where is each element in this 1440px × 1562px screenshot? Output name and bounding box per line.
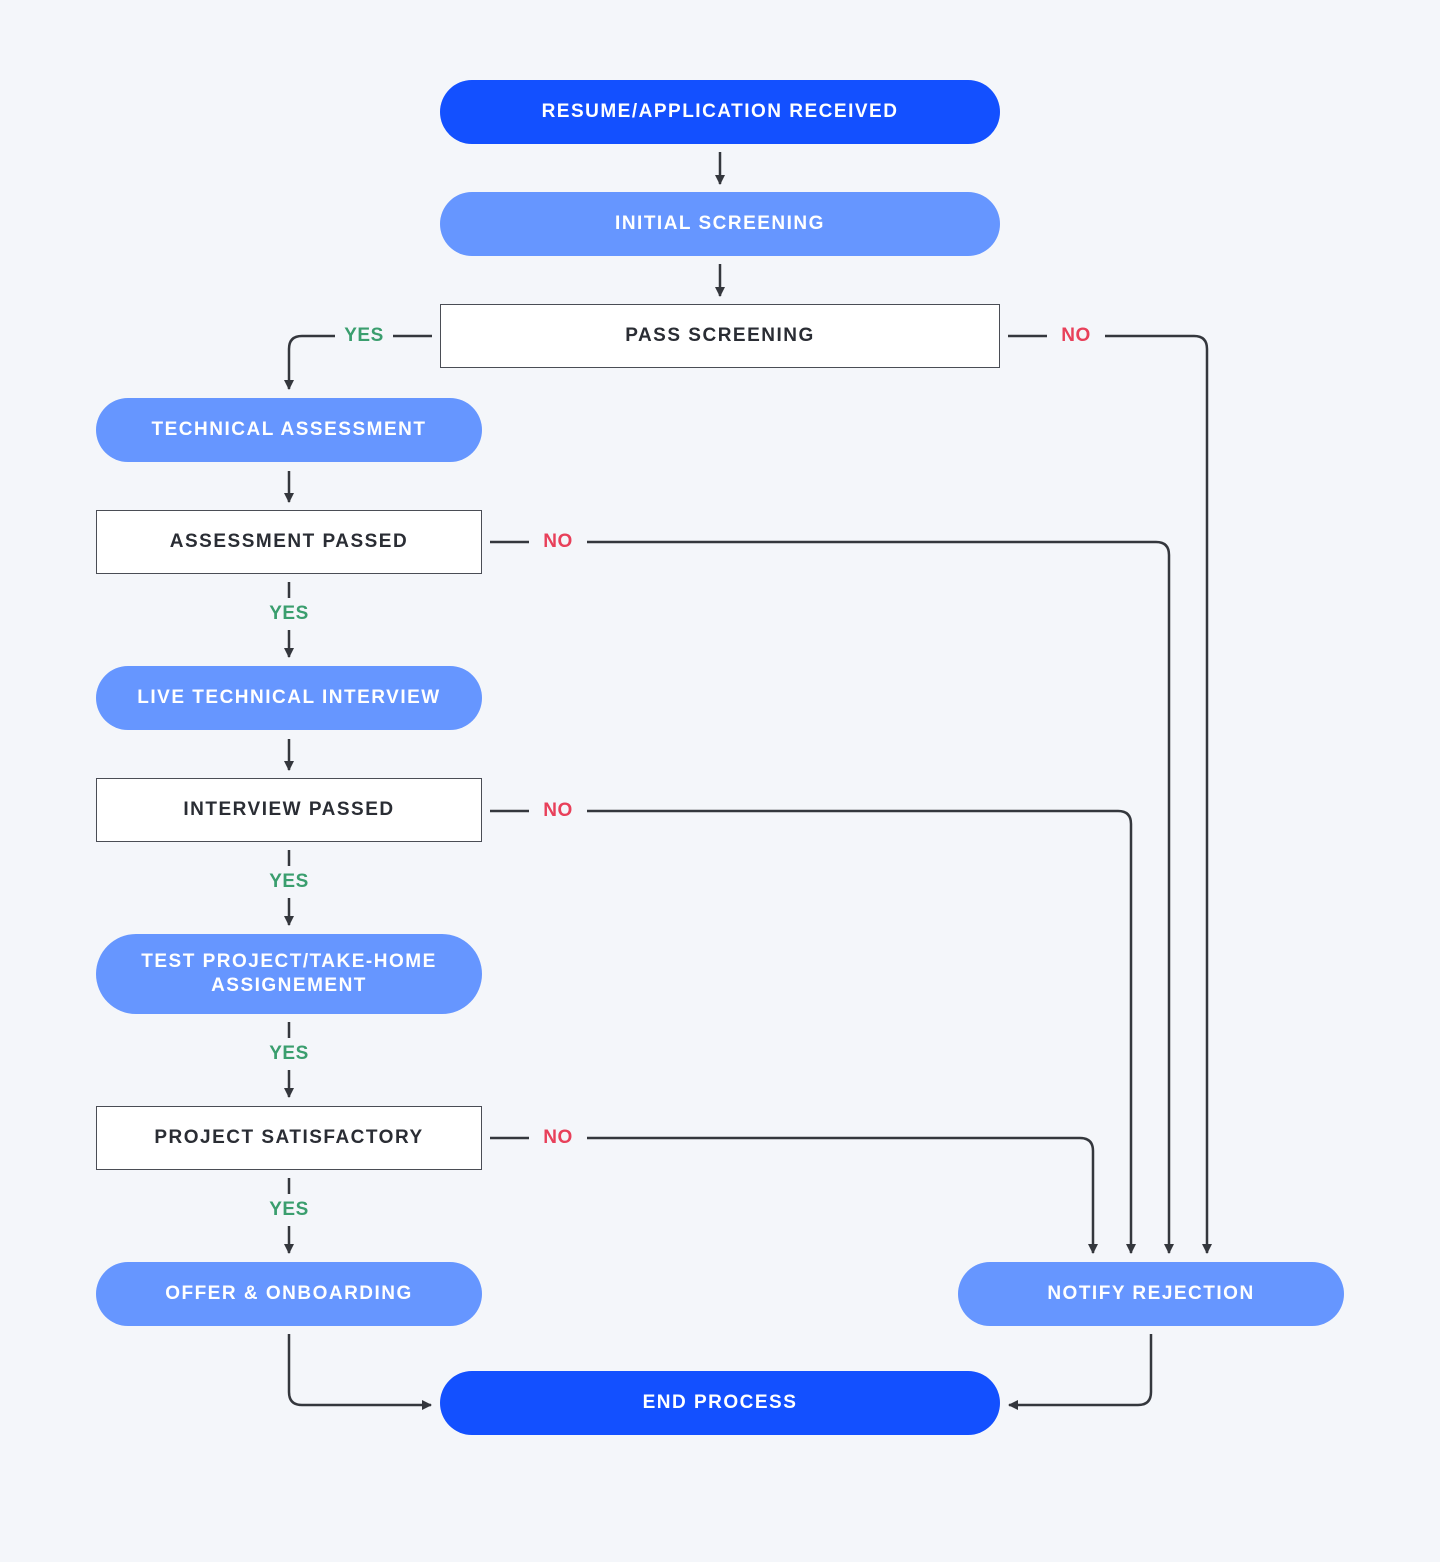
decision-project-satisfactory: PROJECT SATISFACTORY (96, 1106, 482, 1170)
node-application-received: RESUME/APPLICATION RECEIVED (440, 80, 1000, 144)
decision-pass-screening: PASS SCREENING (440, 304, 1000, 368)
connector-rejection-to-end (1008, 1334, 1153, 1410)
label-project-yes-upper: YES (269, 1043, 309, 1064)
label-assessment-no: NO (543, 531, 573, 552)
label-screening-no: NO (1061, 325, 1091, 346)
label-project-yes-lower: YES (269, 1199, 309, 1220)
node-end-process: END PROCESS (440, 1371, 1000, 1435)
label-interview-yes: YES (269, 871, 309, 892)
connector-pass-yes-down (284, 334, 335, 390)
connector-interview-no-right (587, 809, 1136, 1254)
connector-pass-no-down (1105, 334, 1212, 1254)
connector-offer-to-end (287, 1334, 432, 1410)
label-project-no: NO (543, 1127, 573, 1148)
decision-assessment-passed: ASSESSMENT PASSED (96, 510, 482, 574)
label-assessment-yes: YES (269, 603, 309, 624)
decision-interview-passed: INTERVIEW PASSED (96, 778, 482, 842)
label-interview-no: NO (543, 800, 573, 821)
node-test-project: TEST PROJECT/TAKE-HOME ASSIGNEMENT (96, 934, 482, 1014)
label-screening-yes: YES (344, 325, 384, 346)
connector-project-no-right (587, 1136, 1098, 1254)
connector-assessment-no-right (587, 540, 1174, 1254)
node-technical-assessment: TECHNICAL ASSESSMENT (96, 398, 482, 462)
node-notify-rejection: NOTIFY REJECTION (958, 1262, 1344, 1326)
node-live-technical-interview: LIVE TECHNICAL INTERVIEW (96, 666, 482, 730)
node-offer-onboarding: OFFER & ONBOARDING (96, 1262, 482, 1326)
node-initial-screening: INITIAL SCREENING (440, 192, 1000, 256)
